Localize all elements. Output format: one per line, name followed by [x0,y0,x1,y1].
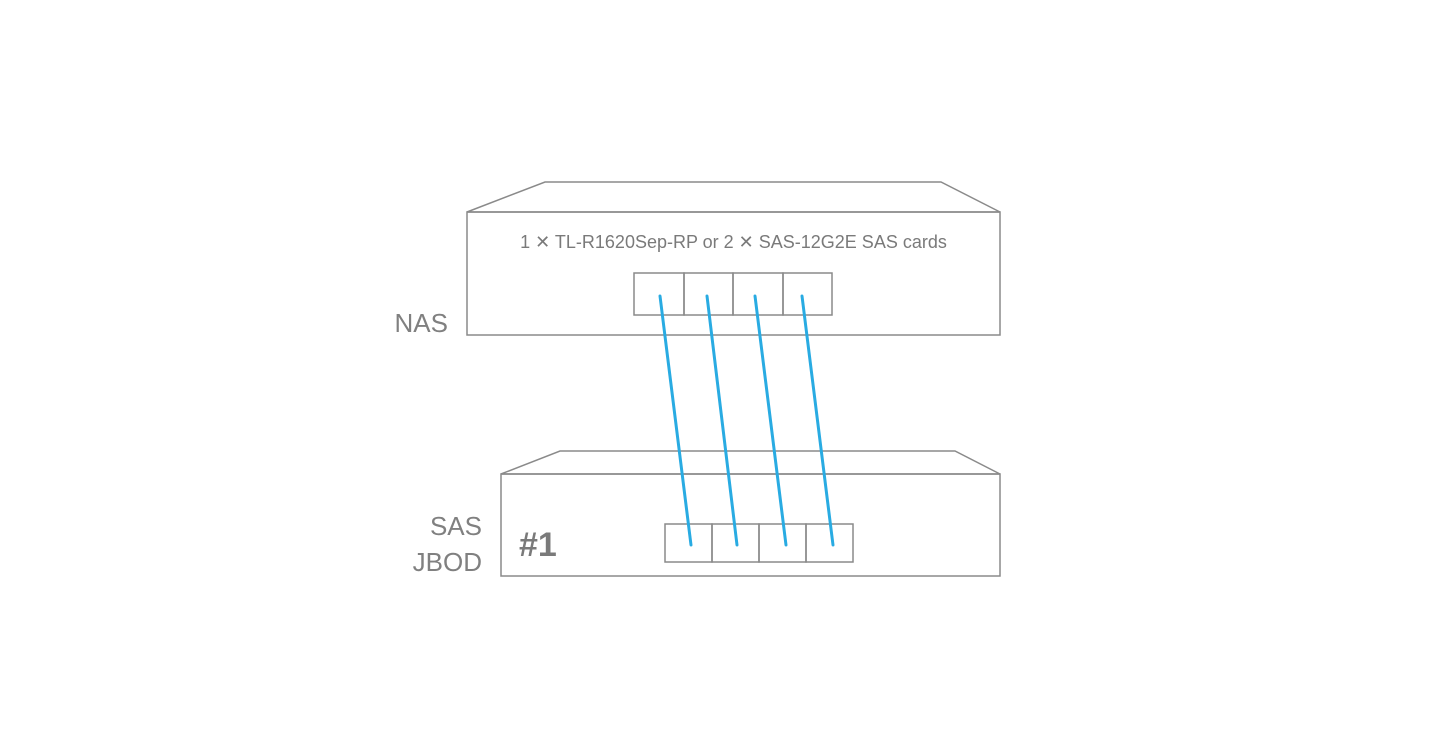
nas-chassis [466,181,1001,336]
sas-cable-3 [753,294,788,547]
sas-cable-4 [800,294,835,547]
nas-label: NAS [394,308,448,338]
jbod-label-line1: SAS [429,511,482,541]
jbod-number: #1 [519,526,557,564]
sas-cable-2 [705,294,739,547]
nas-port-1 [633,272,685,316]
nas-port-4 [782,272,833,316]
jbod-chassis [500,450,1001,577]
jbod-port-3 [758,523,807,563]
sas-cables [658,294,835,547]
jbod-label-line2: JBOD [412,547,482,577]
sas-cable-1 [658,294,693,547]
jbod-port-4 [805,523,854,563]
nas-card-text: 1 ✕ TL-R1620Sep-RP or 2 ✕ SAS-12G2E SAS … [520,232,947,252]
jbod-ports [664,523,854,563]
